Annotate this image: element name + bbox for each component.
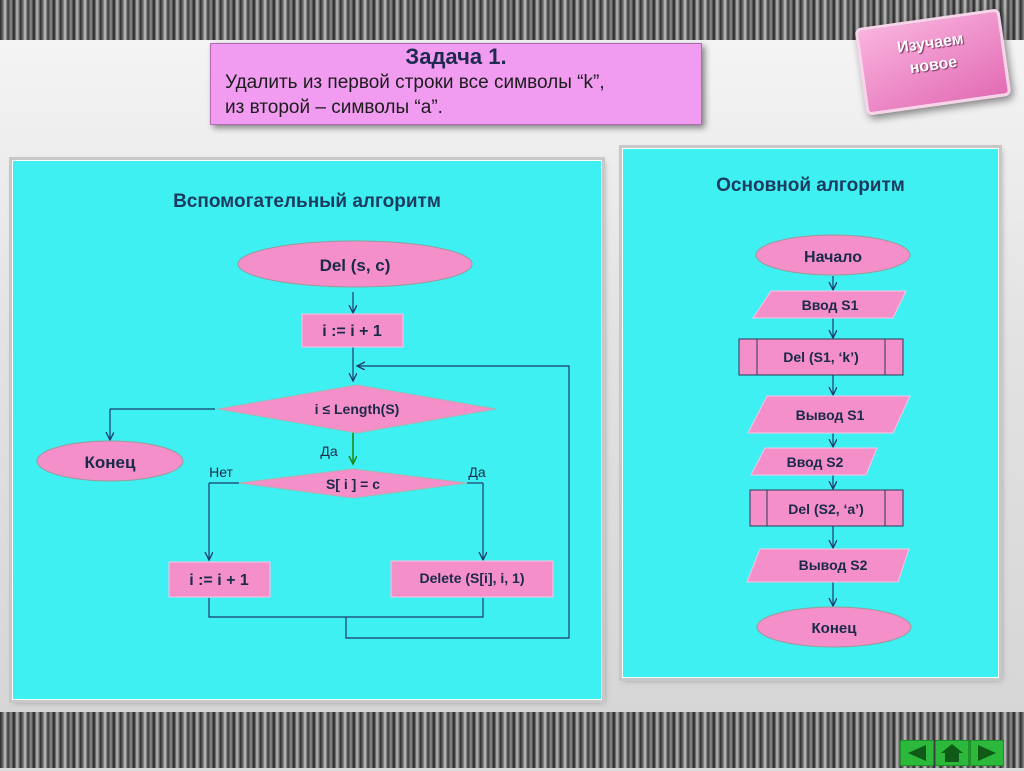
connector-merge xyxy=(208,598,484,618)
aux-condition-length-label: i ≤ Length(S) xyxy=(315,401,400,417)
aux-condition-equal-label: S[ i ] = c xyxy=(326,476,380,492)
home-icon xyxy=(934,739,970,767)
aux-start-oval xyxy=(237,240,473,288)
aux-increment-box-2 xyxy=(168,561,271,598)
auxiliary-algorithm-panel: Вспомогательный алгоритм Del (s, c) xyxy=(12,160,602,700)
back-arrow-icon xyxy=(899,739,935,767)
main-subroutine-1 xyxy=(738,338,904,376)
task-title: Задача 1. xyxy=(405,44,507,69)
aux-condition-equal xyxy=(238,468,468,499)
main-flowchart: Начало Ввод S1 Del (S1, ‘k’) Вывод S1 Вв… xyxy=(738,234,912,648)
main-end-label: Конец xyxy=(812,620,858,637)
main-subroutine-2-label: Del (S2, ‘a’) xyxy=(788,501,863,517)
forward-button[interactable] xyxy=(969,739,1005,767)
task-text-line-1: Удалить из первой строки все символы “k”… xyxy=(225,72,605,93)
bottom-decor-stripes xyxy=(0,712,1024,768)
aux-increment-label-1: i := i + 1 xyxy=(322,323,382,340)
aux-increment-box-1 xyxy=(301,313,404,348)
aux-increment-label-2: i := i + 1 xyxy=(189,572,249,589)
main-input-2-label: Ввод S2 xyxy=(787,454,844,470)
main-start-label: Начало xyxy=(804,249,862,266)
main-algorithm-panel: Основной алгоритм Начало Ввод S1 Del (S1… xyxy=(622,148,999,678)
main-end-oval xyxy=(756,606,912,648)
auxiliary-algorithm-title: Вспомогательный алгоритм xyxy=(173,191,441,212)
aux-delete-box xyxy=(390,560,554,598)
aux-end-label: Конец xyxy=(85,453,136,472)
aux-delete-label: Delete (S[i], i, 1) xyxy=(419,570,524,586)
main-output-2-label: Вывод S2 xyxy=(799,557,868,573)
back-button[interactable] xyxy=(899,739,935,767)
main-output-1-label: Вывод S1 xyxy=(796,407,865,423)
main-algorithm-title: Основной алгоритм xyxy=(716,175,905,196)
aux-yes-label-1: Да xyxy=(320,443,337,459)
forward-arrow-icon xyxy=(969,739,1005,767)
main-subroutine-2 xyxy=(749,489,904,527)
main-output-1 xyxy=(747,395,911,434)
aux-no-label: Нет xyxy=(209,464,233,480)
main-output-2 xyxy=(746,548,910,583)
auxiliary-flowchart: Del (s, c) i := i + 1 i ≤ Length(S) Да К… xyxy=(36,240,570,639)
main-input-2 xyxy=(750,447,878,476)
home-button[interactable] xyxy=(934,739,970,767)
main-input-1 xyxy=(752,290,907,319)
main-subroutine-1-label: Del (S1, ‘k’) xyxy=(783,349,858,365)
aux-end-oval xyxy=(36,440,184,482)
aux-yes-label-2: Да xyxy=(468,464,485,480)
aux-condition-length xyxy=(217,384,497,434)
main-input-1-label: Ввод S1 xyxy=(802,297,859,313)
connector-loop-back xyxy=(345,366,570,639)
task-text-line-2: из второй – символы “а”. xyxy=(225,97,443,118)
task-box: Задача 1. Удалить из первой строки все с… xyxy=(210,43,702,125)
main-start-oval xyxy=(755,234,911,276)
aux-start-label: Del (s, c) xyxy=(320,256,391,275)
